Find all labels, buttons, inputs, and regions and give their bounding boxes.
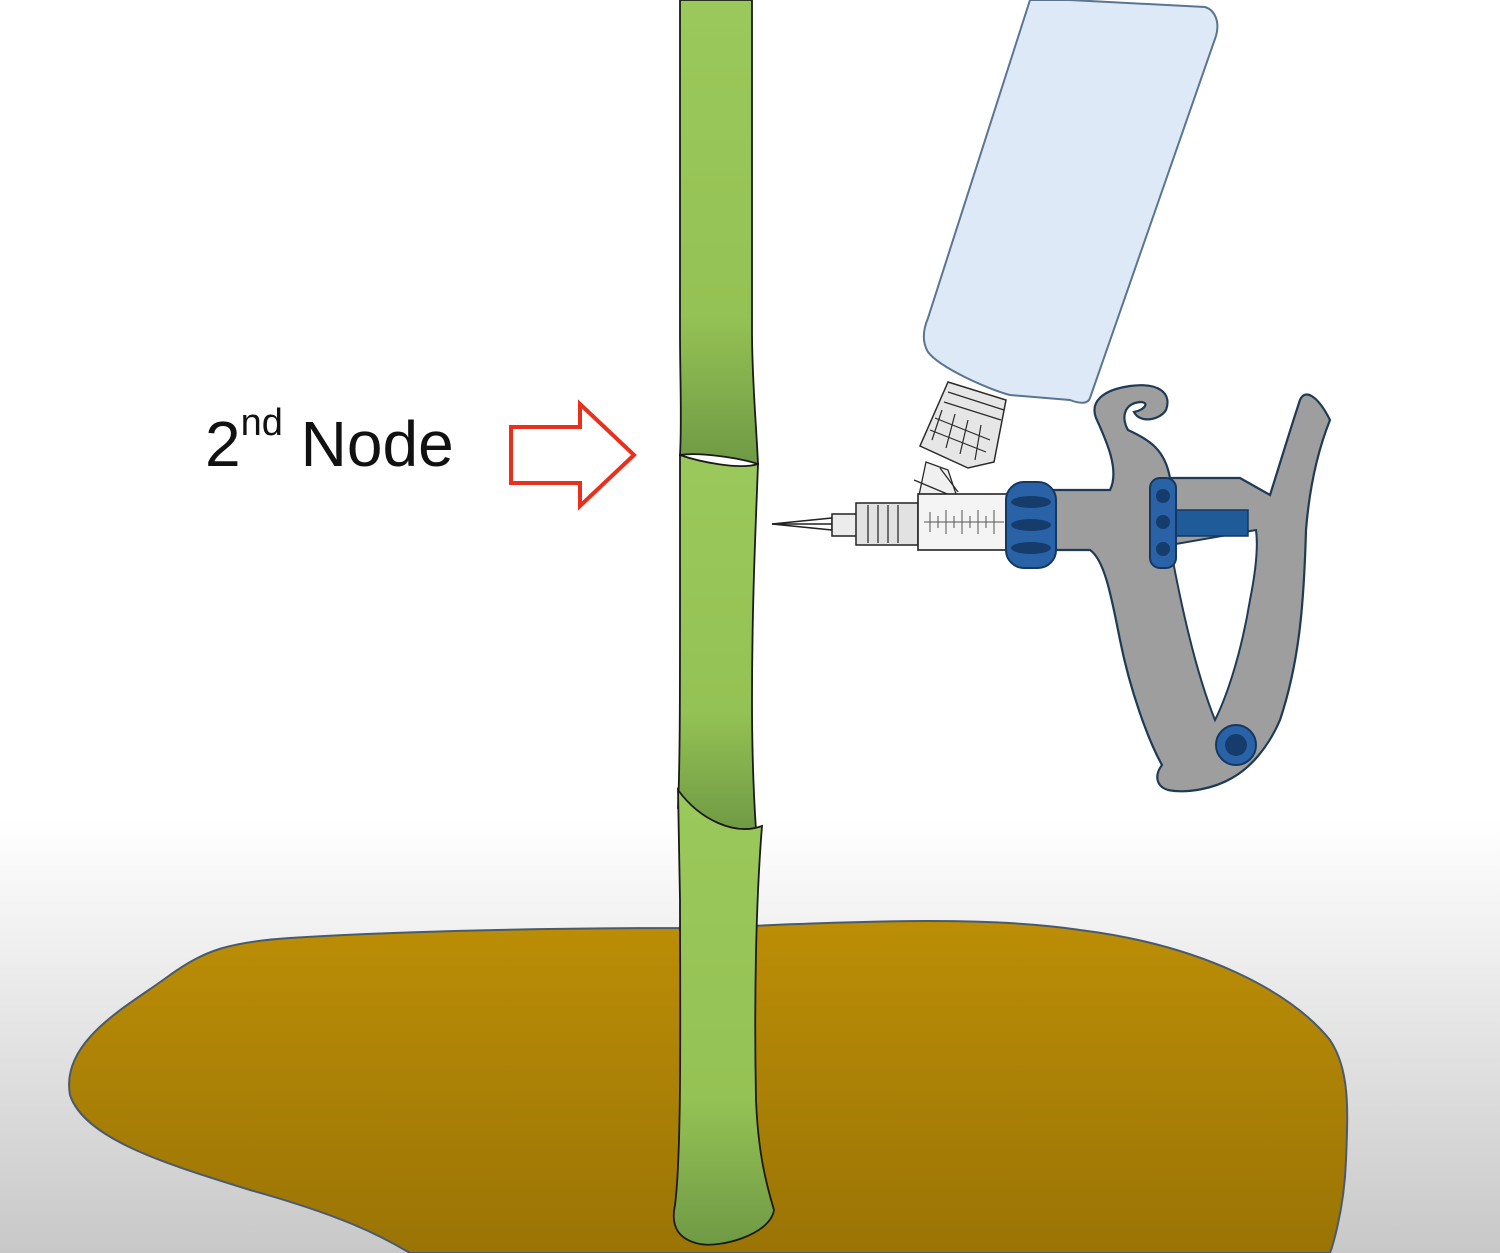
injection-gun-icon <box>771 384 1332 793</box>
node-label: 2nd Node <box>205 404 454 476</box>
stalk-segment-middle <box>677 453 759 833</box>
plant-stalk <box>672 0 775 1246</box>
node-ordinal-suffix: nd <box>240 402 283 444</box>
solution-bottle-icon <box>913 0 1219 509</box>
node-word: Node <box>300 408 454 480</box>
node-pointer-arrow <box>509 399 637 511</box>
stalk-segment-upper <box>679 0 759 466</box>
node-ordinal: 2 <box>205 408 241 480</box>
stalk-segment-lower <box>672 787 775 1246</box>
